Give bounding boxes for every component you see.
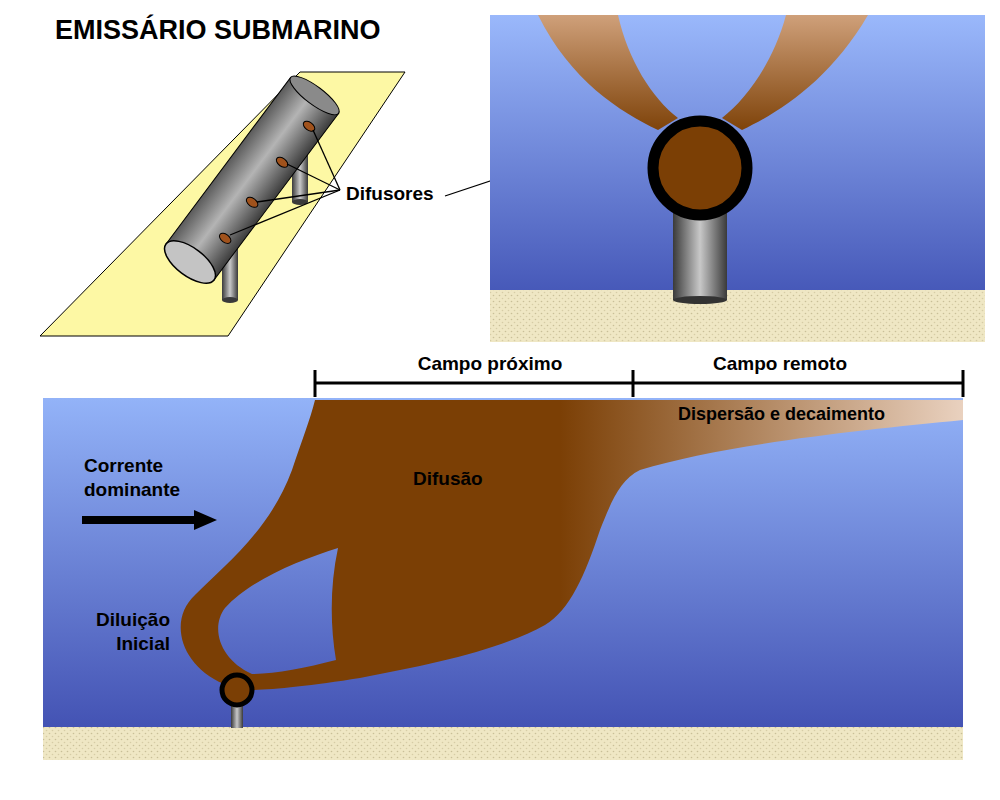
pipe-support	[673, 296, 727, 304]
part-label: Difusores	[346, 182, 434, 206]
current-arrow	[82, 516, 196, 524]
current-arrow	[194, 510, 217, 530]
effluent-plume	[181, 400, 963, 690]
zone-label: Dispersão e decaimento	[678, 403, 885, 426]
pipe-support	[222, 297, 238, 303]
field-bracket	[315, 370, 963, 397]
pipe-support	[673, 208, 727, 300]
title: EMISSÁRIO SUBMARINO	[55, 14, 381, 48]
zone-label: Difusão	[413, 467, 483, 491]
zone-label: Diluição Inicial	[68, 608, 170, 656]
bracket-label: Campo próximo	[390, 352, 590, 376]
bracket-label: Campo remoto	[680, 352, 880, 376]
seabed	[490, 290, 985, 342]
pipe-section	[222, 675, 252, 705]
sea-water	[490, 15, 985, 293]
effluent-plume	[722, 15, 868, 130]
current-label: Corrente dominante	[84, 454, 214, 502]
effluent-plume	[538, 15, 678, 130]
sea-water	[43, 398, 963, 730]
seabed	[43, 727, 963, 760]
diffuser-pipe	[158, 70, 344, 291]
pipe-section	[653, 121, 747, 215]
